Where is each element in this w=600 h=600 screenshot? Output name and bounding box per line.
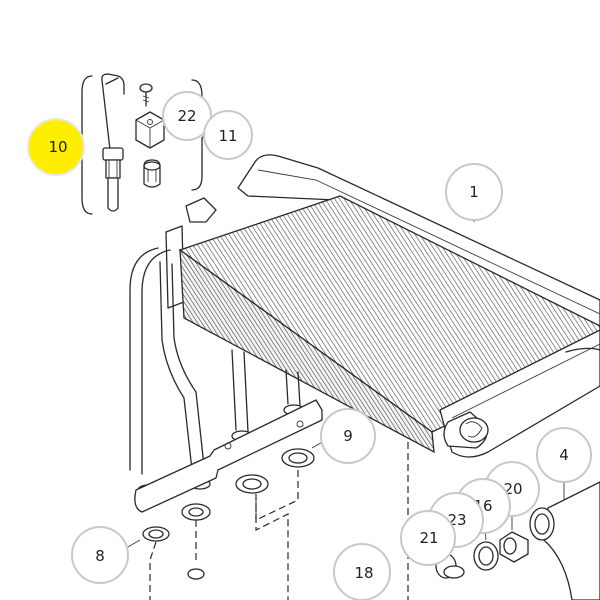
callout-label-1: 1 [469, 183, 479, 201]
mounting-clip [135, 111, 165, 149]
sensor-assembly [81, 73, 211, 215]
callout-label-11: 11 [218, 127, 237, 145]
callout-11 [203, 110, 253, 160]
callout-label-22: 22 [177, 107, 196, 125]
callout-label-21: 21 [419, 529, 438, 547]
callout-label-18: 18 [354, 564, 373, 582]
callout-1 [445, 163, 503, 221]
callout-10 [27, 118, 85, 176]
pipe-right-b [297, 371, 301, 407]
washers [142, 448, 315, 580]
callout-8 [71, 526, 129, 584]
fittings [435, 481, 600, 600]
pipe-outer-left-a [129, 247, 159, 471]
callout-label-4: 4 [559, 446, 569, 464]
heat-exchanger [165, 154, 600, 458]
callout-18 [333, 543, 391, 600]
left-bracket [185, 197, 217, 223]
screw [139, 83, 153, 107]
hose [543, 481, 600, 600]
temperature-sensor [102, 147, 124, 212]
callout-label-9: 9 [343, 427, 353, 445]
callout-label-20: 20 [503, 480, 522, 498]
callout-label-10: 10 [48, 138, 67, 156]
callout-label-8: 8 [95, 547, 105, 565]
callout-9 [320, 408, 376, 464]
pipe-inner-a [159, 261, 193, 471]
pipe-mid-a [231, 349, 237, 431]
pipe-inner-b [171, 263, 205, 467]
mounting-plate [134, 399, 323, 513]
pipe-mid-b [243, 351, 249, 433]
callouts: 10 22 11 1 9 4 20 16 23 21 8 18 [27, 91, 592, 600]
pipe-outer-left-b [141, 249, 171, 475]
callout-4 [536, 427, 592, 483]
callout-21 [400, 510, 456, 566]
pipe-right-a [285, 369, 289, 405]
fin-block-front [179, 248, 435, 454]
clamp-collar [143, 159, 161, 188]
end-cap [443, 411, 489, 449]
callout-22 [162, 91, 212, 141]
wire-clip [101, 73, 125, 151]
